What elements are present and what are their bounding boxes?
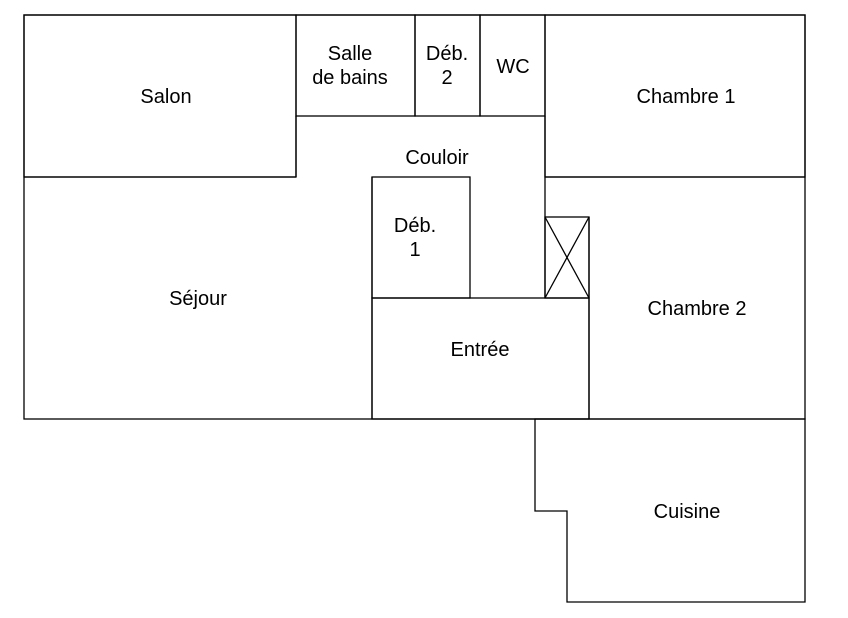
label-deb-1: Déb. 1 bbox=[394, 214, 436, 262]
label-chambre-1: Chambre 1 bbox=[636, 86, 736, 108]
label-salon: Salon bbox=[140, 86, 192, 108]
label-salle-de-bains-line1: Salle bbox=[327, 43, 373, 65]
label-salle-de-bains: Salle de bains bbox=[312, 42, 388, 90]
room-cuisine bbox=[534, 418, 806, 603]
label-deb-2-line2: 2 bbox=[441, 67, 453, 89]
label-sejour: Séjour bbox=[169, 288, 227, 310]
label-couloir: Couloir bbox=[405, 147, 469, 169]
label-wc: WC bbox=[496, 56, 530, 78]
label-cuisine: Cuisine bbox=[653, 501, 721, 523]
label-entree: Entrée bbox=[450, 339, 510, 361]
label-deb-1-line1: Déb. bbox=[393, 215, 437, 237]
label-salle-de-bains-line2: de bains bbox=[312, 67, 388, 89]
label-chambre-2: Chambre 2 bbox=[647, 298, 747, 320]
label-deb-2: Déb. 2 bbox=[426, 42, 468, 90]
label-deb-2-line1: Déb. bbox=[425, 43, 469, 65]
label-deb-1-line2: 1 bbox=[409, 239, 421, 261]
